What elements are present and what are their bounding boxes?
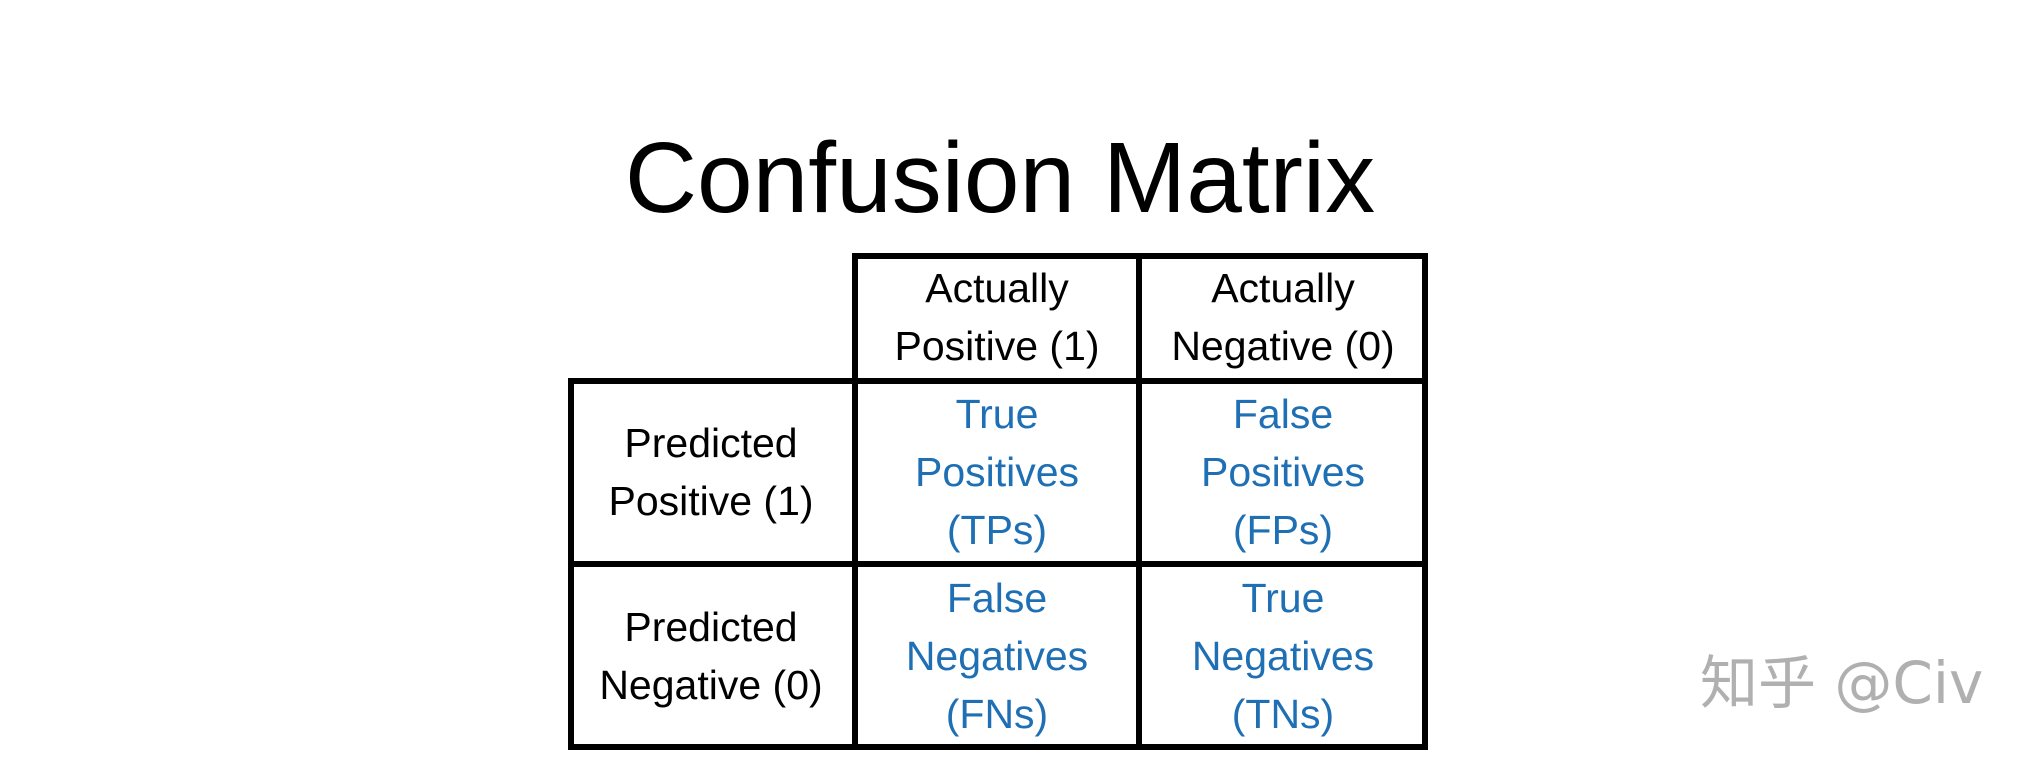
cell-true-positives: True Positives (TPs)	[854, 380, 1140, 563]
diagram-title: Confusion Matrix	[624, 122, 1376, 234]
cell-line2: Positives	[914, 448, 1080, 495]
confusion-matrix: Actually Positive (1) Actually Negative …	[568, 253, 1428, 750]
cell-line2: Negatives	[905, 632, 1089, 679]
grid-line-bottom	[568, 744, 1428, 750]
column-header-actually-positive: Actually Positive (1)	[854, 253, 1140, 380]
cell-line1: False	[1232, 390, 1334, 437]
row-header-predicted-positive: Predicted Positive (1)	[568, 380, 854, 563]
grid-line-right	[1422, 253, 1428, 750]
cell-false-negatives: False Negatives (FNs)	[854, 563, 1140, 748]
cell-line3: (TPs)	[946, 506, 1048, 553]
column-header-line2: Positive (1)	[894, 322, 1100, 369]
cell-false-positives: False Positives (FPs)	[1140, 380, 1426, 563]
cell-line1: True	[955, 390, 1039, 437]
column-header-line1: Actually	[1211, 264, 1355, 311]
watermark: 知乎 @Civ	[1700, 649, 1984, 717]
cell-line3: (TNs)	[1231, 690, 1335, 737]
row-header-line1: Predicted	[624, 419, 798, 466]
row-header-line2: Positive (1)	[608, 477, 814, 524]
row-header-line1: Predicted	[624, 603, 798, 650]
cell-true-negatives: True Negatives (TNs)	[1140, 563, 1426, 748]
grid-line-left	[568, 378, 574, 750]
cell-line2: Negatives	[1191, 632, 1375, 679]
column-header-line2: Negative (0)	[1171, 322, 1395, 369]
grid-line-col2	[1136, 253, 1142, 750]
column-header-actually-negative: Actually Negative (0)	[1140, 253, 1426, 380]
column-header-line1: Actually	[925, 264, 1069, 311]
cell-line1: True	[1241, 574, 1325, 621]
cell-line3: (FPs)	[1232, 506, 1334, 553]
row-header-predicted-negative: Predicted Negative (0)	[568, 563, 854, 748]
row-header-line2: Negative (0)	[599, 661, 823, 708]
grid-line-middle	[568, 561, 1428, 567]
grid-line-header-bottom	[568, 378, 1428, 384]
cell-line3: (FNs)	[945, 690, 1049, 737]
grid-line-col1	[852, 253, 858, 750]
cell-line1: False	[946, 574, 1048, 621]
cell-line2: Positives	[1200, 448, 1366, 495]
